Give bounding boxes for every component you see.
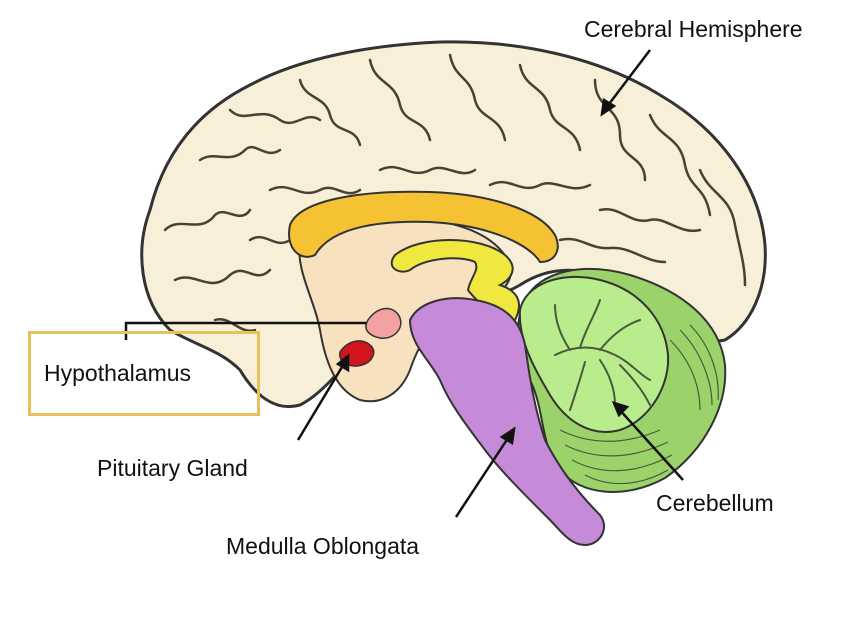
label-cerebellum: Cerebellum: [656, 490, 774, 516]
cerebellum-folia: [559, 324, 719, 485]
label-pituitary-gland: Pituitary Gland: [97, 455, 248, 481]
label-hypothalamus: Hypothalamus: [44, 360, 192, 386]
corpus-callosum: [288, 190, 559, 264]
leader-lines: [124, 49, 684, 518]
gyri-lines: [163, 53, 747, 333]
medulla-oblongata-shape: [408, 297, 605, 547]
label-medulla-oblongata: Medulla Oblongata: [226, 533, 420, 559]
label-cerebral-hemisphere: Cerebral Hemisphere: [584, 16, 803, 42]
cerebellum-inner: [518, 275, 670, 433]
hypothalamus-shape: [365, 307, 402, 339]
hypothalamus-highlight-box: [28, 331, 260, 416]
arbor-vitae: [554, 299, 651, 411]
